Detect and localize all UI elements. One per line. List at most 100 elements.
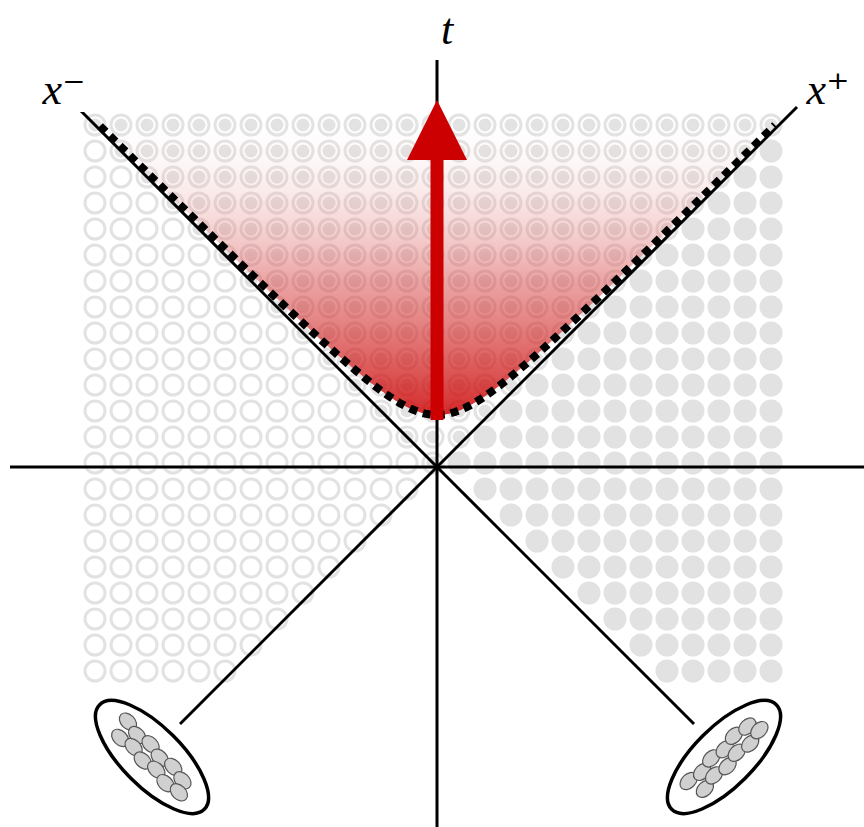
particle — [241, 453, 261, 473]
particle-circle — [111, 635, 131, 655]
particle — [708, 374, 731, 397]
particle — [241, 505, 261, 525]
particle — [734, 270, 757, 293]
axis-line — [180, 467, 437, 724]
particle-circle — [189, 557, 209, 577]
particle-circle — [163, 219, 183, 239]
particle-circle — [215, 635, 235, 655]
particle — [397, 453, 417, 473]
particle-circle — [215, 271, 235, 291]
particle-circle — [630, 296, 653, 319]
particle-circle — [319, 479, 339, 499]
particle — [85, 193, 105, 213]
particle — [682, 296, 705, 319]
particle — [682, 582, 705, 605]
particle — [604, 322, 627, 345]
particle-circle — [760, 374, 783, 397]
particle-circle — [137, 193, 157, 213]
particle — [734, 348, 757, 371]
particle — [137, 557, 157, 577]
particle-circle — [345, 401, 365, 421]
particle-circle — [552, 374, 575, 397]
particle-circle — [85, 609, 105, 629]
particle — [189, 349, 209, 369]
particle-circle — [474, 478, 497, 501]
particle-circle — [656, 270, 679, 293]
particle — [111, 297, 131, 317]
particle — [111, 401, 131, 421]
particle-circle — [604, 426, 627, 449]
particle — [111, 349, 131, 369]
particle-circle — [137, 635, 157, 655]
particle — [215, 635, 235, 655]
particle — [630, 296, 653, 319]
particle — [760, 400, 783, 423]
particle — [163, 297, 183, 317]
particle — [293, 505, 313, 525]
particle-circle — [111, 349, 131, 369]
particle-circle — [682, 478, 705, 501]
particle — [293, 531, 313, 551]
particle — [708, 400, 731, 423]
particle — [137, 245, 157, 265]
particle — [111, 193, 131, 213]
particle-circle — [137, 375, 157, 395]
particle-circle — [760, 296, 783, 319]
particle — [760, 218, 783, 241]
particle-circle — [85, 453, 105, 473]
particle — [85, 375, 105, 395]
particle-circle — [267, 401, 287, 421]
particle-circle — [85, 635, 105, 655]
particle — [163, 479, 183, 499]
particle-circle — [630, 582, 653, 605]
particle-circle — [708, 218, 731, 241]
particle-circle — [215, 297, 235, 317]
particle-circle — [682, 582, 705, 605]
particle — [189, 583, 209, 603]
particle-circle — [293, 479, 313, 499]
particle-circle — [552, 426, 575, 449]
particle — [137, 583, 157, 603]
particle-circle — [241, 297, 261, 317]
particle — [552, 504, 575, 527]
particle — [708, 608, 731, 631]
particle — [85, 557, 105, 577]
particle — [267, 453, 287, 473]
particle — [189, 323, 209, 343]
particle — [760, 478, 783, 501]
particle-circle — [760, 192, 783, 215]
particle-circle — [708, 452, 731, 475]
particle-circle — [137, 661, 157, 681]
particle-circle — [734, 296, 757, 319]
particle — [423, 427, 443, 447]
particle — [241, 609, 261, 629]
particle-circle — [604, 452, 627, 475]
particle — [111, 479, 131, 499]
particle-circle — [760, 582, 783, 605]
particle — [85, 427, 105, 447]
particle — [734, 478, 757, 501]
particle-circle — [111, 167, 131, 187]
particle — [604, 452, 627, 475]
particle — [163, 635, 183, 655]
particle-circle — [682, 634, 705, 657]
particle — [345, 453, 365, 473]
particle-circle — [163, 427, 183, 447]
particle-circle — [656, 452, 679, 475]
arrow-head — [407, 100, 467, 160]
particle — [267, 401, 287, 421]
particle — [189, 271, 209, 291]
particle-circle — [760, 634, 783, 657]
particle-circle — [163, 583, 183, 603]
particle-circle — [708, 660, 731, 683]
particle-circle — [760, 530, 783, 553]
particle-circle — [474, 452, 497, 475]
particle — [708, 530, 731, 553]
particle — [85, 401, 105, 421]
particle-circle — [760, 452, 783, 475]
particle-circle — [241, 453, 261, 473]
particle-circle — [734, 504, 757, 527]
particle — [604, 608, 627, 631]
particle-circle — [215, 427, 235, 447]
particle — [760, 166, 783, 189]
